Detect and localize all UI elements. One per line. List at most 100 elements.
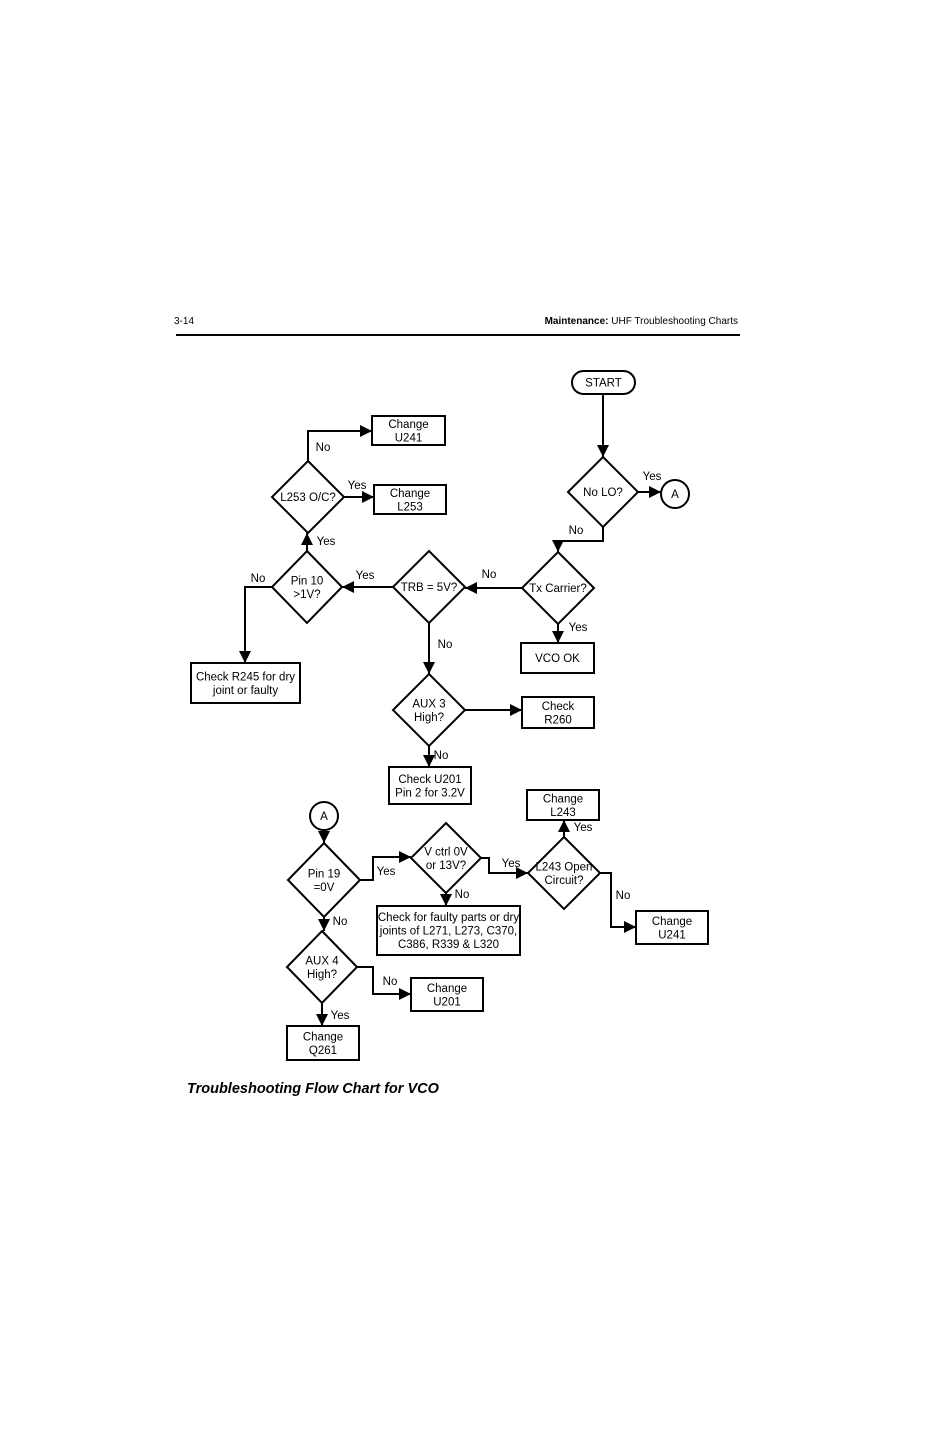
node-vctrl: V ctrl 0V or 13V? xyxy=(409,821,483,895)
node-text: L243 xyxy=(550,807,576,819)
edge-l253-oc-to-change-u241-a xyxy=(307,430,372,461)
arrowhead xyxy=(239,651,251,663)
arrowhead xyxy=(342,581,354,593)
edge-label-yes: Yes xyxy=(356,570,375,582)
node-text: Check for faulty parts or dry xyxy=(378,912,519,924)
node-text: L243 Open xyxy=(536,861,593,873)
edge-label-no: No xyxy=(438,639,453,651)
node-text: No LO? xyxy=(583,487,623,499)
arrowhead xyxy=(399,988,411,1000)
edge-l243-open-to-change-u241-b xyxy=(600,872,636,928)
arrowhead xyxy=(552,540,564,552)
figure-caption: Troubleshooting Flow Chart for VCO xyxy=(187,1081,439,1097)
connector-circle xyxy=(309,801,339,831)
edge-label-no: No xyxy=(482,569,497,581)
arrowhead xyxy=(465,582,477,594)
node-check-r245: Check R245 for dry joint or faulty xyxy=(190,662,301,704)
node-text: Pin 19 xyxy=(308,868,341,880)
decision-diamond xyxy=(526,835,602,911)
process-box xyxy=(190,662,301,704)
edge-label-yes: Yes xyxy=(569,622,588,634)
process-box xyxy=(286,1025,360,1061)
header-rule xyxy=(176,334,740,336)
arrowhead xyxy=(362,491,374,503)
arrowhead xyxy=(440,894,452,906)
node-l253-oc: L253 O/C? xyxy=(270,459,346,535)
node-text: VCO OK xyxy=(535,653,580,665)
edge-label-yes: Yes xyxy=(377,866,396,878)
decision-diamond xyxy=(520,550,596,626)
decision-diamond xyxy=(566,455,640,529)
node-text: L253 xyxy=(397,501,423,513)
decision-diamond xyxy=(270,459,346,535)
node-text: Pin 2 for 3.2V xyxy=(395,787,465,799)
edges xyxy=(239,394,661,1026)
node-text: Check R245 for dry xyxy=(196,671,295,683)
edge-labels: YesNoYesNoYesNoYesNoYesNoNoYesNoYesNoYes… xyxy=(251,442,662,1022)
node-text: C386, R339 & L320 xyxy=(398,939,499,951)
edge-label-no: No xyxy=(383,976,398,988)
node-text: >1V? xyxy=(293,589,320,601)
arrowhead xyxy=(318,831,330,843)
arrowhead xyxy=(597,445,609,457)
arrowhead xyxy=(552,631,564,643)
section-title: Maintenance: UHF Troubleshooting Charts xyxy=(545,316,738,327)
node-text: Change xyxy=(303,1031,343,1043)
node-text: or 13V? xyxy=(426,860,466,872)
process-box xyxy=(521,696,595,729)
arrowhead xyxy=(516,867,528,879)
arrowhead xyxy=(360,425,372,437)
node-text: =0V xyxy=(314,882,335,894)
edge-label-no: No xyxy=(316,442,331,454)
process-box xyxy=(373,484,447,515)
node-text: Change xyxy=(543,793,583,805)
process-box xyxy=(376,905,521,956)
edge-pin19-to-vctrl xyxy=(360,856,411,881)
node-text: L253 O/C? xyxy=(280,492,336,504)
node-pin19: Pin 19 =0V xyxy=(286,841,362,919)
node-text: V ctrl 0V xyxy=(424,846,468,858)
node-start: START xyxy=(571,370,636,395)
node-text: Change xyxy=(427,983,467,995)
section-title-bold: Maintenance: xyxy=(544,316,609,327)
node-text: U241 xyxy=(658,929,686,941)
edge-label-yes: Yes xyxy=(502,858,521,870)
terminator-shape xyxy=(571,370,636,395)
node-text: R260 xyxy=(544,714,572,726)
decision-diamond xyxy=(391,672,467,748)
process-box xyxy=(371,415,446,446)
arrowhead xyxy=(318,919,330,931)
node-trb-5v: TRB = 5V? xyxy=(391,549,467,625)
node-text: AUX 4 xyxy=(305,955,339,967)
edge-pin10-to-check-r245 xyxy=(244,586,272,663)
connector-circle xyxy=(660,479,690,509)
edge-label-yes: Yes xyxy=(574,822,593,834)
edge-aux4-high-to-change-u201 xyxy=(357,966,411,995)
node-text: High? xyxy=(414,712,444,724)
node-text: A xyxy=(671,489,679,501)
decision-diamond xyxy=(286,841,362,919)
process-box xyxy=(526,789,600,821)
edge-label-no: No xyxy=(333,916,348,928)
node-connector-a-top: A xyxy=(660,479,690,509)
arrowhead xyxy=(423,755,435,767)
node-text: Change xyxy=(390,488,430,500)
edge-label-no: No xyxy=(616,890,631,902)
node-text: Change xyxy=(652,916,692,928)
node-pin10: Pin 10>1V? xyxy=(270,549,344,625)
decision-diamond xyxy=(270,549,344,625)
arrowhead xyxy=(301,533,313,545)
arrowhead xyxy=(624,921,636,933)
edge-label-yes: Yes xyxy=(348,480,367,492)
node-text: joint or faulty xyxy=(212,685,278,697)
